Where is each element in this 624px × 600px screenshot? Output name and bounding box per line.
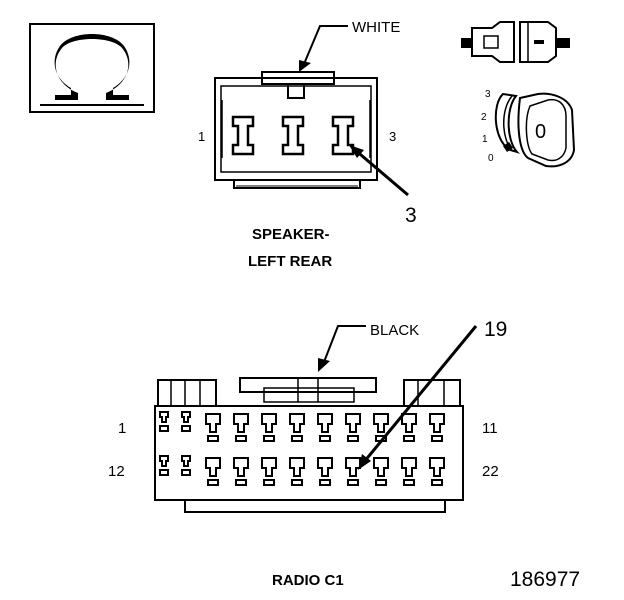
radio-cavity-r2-11 [429,457,445,486]
radio-cavity-r2-9 [373,457,389,486]
radio-cavity-r2-6 [289,457,305,486]
figure-number: 186977 [510,568,580,591]
meter-knob-icon [494,92,576,168]
radio-title: RADIO C1 [272,572,344,589]
radio-terminal-cavities [159,411,445,486]
radio-cavity-r2-8 [345,457,361,486]
black-wire-label: BLACK [370,322,419,339]
radio-callout-arrow [358,325,478,470]
radio-cavity-r2-5 [261,457,277,486]
radio-cavity-r2-7 [317,457,333,486]
radio-cavity-r1-7 [317,413,333,442]
radio-cavity-r1-8 [345,413,361,442]
radio-cavity-r1-11 [429,413,445,442]
speaker-callout-arrow [349,145,409,197]
meter-scale-3: 3 [485,89,491,100]
radio-connector [154,377,464,513]
speaker-terminal-1 [231,115,255,156]
radio-cavity-r2-b [181,455,191,476]
white-wire-leader [299,25,348,72]
probe-icon [461,21,570,63]
meter-knob-mark: 0 [535,121,546,143]
speaker-pin-3-label: 3 [389,129,396,144]
radio-cavity-r2-10 [401,457,417,486]
meter-scale-2: 2 [481,112,487,123]
speaker-callout-number: 3 [405,204,417,227]
radio-cavity-r1-10 [401,413,417,442]
radio-cavity-r1-a [159,411,169,432]
radio-row1-end-label: 11 [482,420,498,437]
ohm-icon [29,23,155,113]
radio-cavity-r1-3 [205,413,221,442]
radio-callout-number: 19 [484,318,507,341]
meter-scale-0: 0 [488,153,494,164]
radio-cavity-r2-3 [205,457,221,486]
radio-cavity-r1-5 [261,413,277,442]
speaker-terminal-3 [331,115,355,156]
radio-cavity-r1-6 [289,413,305,442]
speaker-title-line2: LEFT REAR [248,253,332,270]
radio-row2-start-label: 12 [108,463,125,480]
speaker-terminal-2 [281,115,305,156]
radio-row2-end-label: 22 [482,463,499,480]
white-wire-label: WHITE [352,19,400,36]
radio-cavity-r2-4 [233,457,249,486]
radio-cavity-r1-4 [233,413,249,442]
radio-cavity-r2-a [159,455,169,476]
speaker-title-line1: SPEAKER- [252,226,330,243]
radio-cavity-r1-b [181,411,191,432]
black-wire-leader [318,325,366,372]
meter-scale-1: 1 [482,134,488,145]
speaker-connector [214,71,378,189]
radio-row1-start-label: 1 [118,420,126,437]
speaker-pin-1-label: 1 [198,129,205,144]
